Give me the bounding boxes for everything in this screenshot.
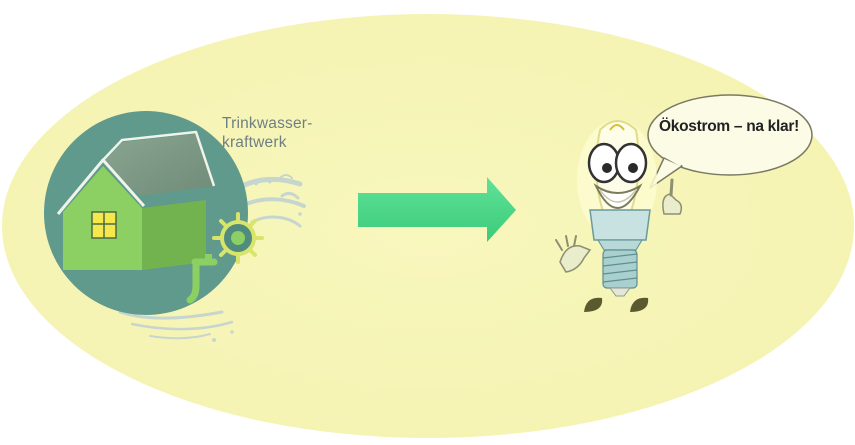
plant-label-line2: kraftwerk (222, 133, 362, 152)
speech-text: Ökostrom – na klar! (654, 118, 804, 136)
plant-label-line1: Trinkwasser- (222, 114, 362, 133)
plant-label: Trinkwasser- kraftwerk (222, 114, 362, 152)
water-wheel-icon (214, 214, 262, 262)
